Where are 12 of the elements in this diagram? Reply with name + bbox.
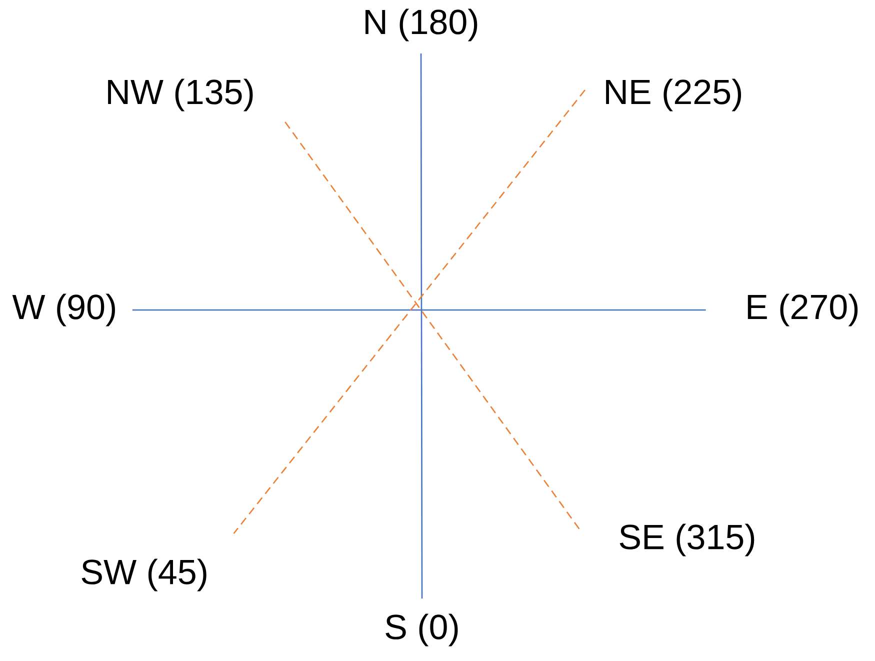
line: [132, 309, 706, 311]
direction-label: E (270): [748, 294, 858, 326]
direction-label: W (90): [12, 294, 115, 326]
direction-label: NW (135): [108, 78, 253, 112]
line: [233, 90, 586, 534]
direction-label: SE (315): [620, 524, 754, 556]
direction-label: SW (45): [82, 558, 206, 592]
line: [420, 54, 423, 598]
direction-label: N (180): [366, 8, 478, 42]
direction-label: NE (225): [606, 78, 742, 112]
direction-label: S (0): [386, 614, 458, 646]
line: [284, 122, 581, 530]
